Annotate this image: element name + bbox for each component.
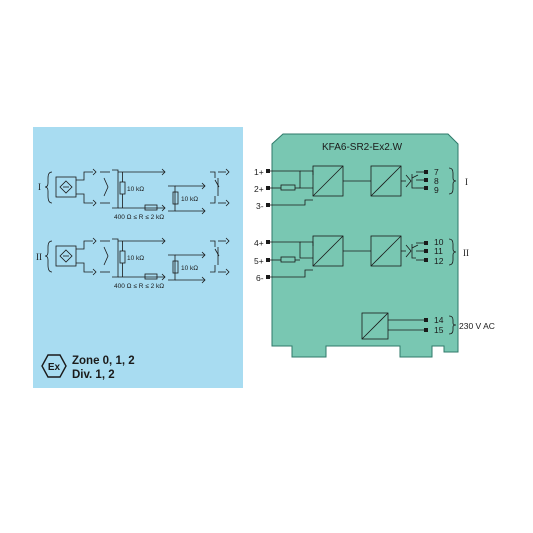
terminal-9-label: 9 — [434, 185, 439, 195]
terminal-3-label: 3- — [256, 201, 264, 211]
power-supply — [361, 312, 424, 340]
output-terminals: 7 8 9 10 11 12 14 15 — [424, 167, 444, 335]
hazardous-area-panel — [33, 127, 243, 388]
resistor-range-2: 400 Ω ≤ R ≤ 2 kΩ — [114, 283, 164, 290]
terminal-8-label: 8 — [434, 176, 439, 186]
ex-marking: Ex Zone 0, 1, 2 Div. 1, 2 — [41, 354, 135, 381]
ex-symbol-text: Ex — [48, 362, 61, 373]
channel-1-wiring — [270, 165, 424, 206]
terminal-10-label: 10 — [434, 237, 444, 247]
sensor-circuit-2: II 10 kΩ 400 Ω ≤ R ≤ 2 kΩ 10 kΩ — [36, 237, 230, 290]
sensor-2-label: II — [36, 252, 42, 262]
terminal-4-label: 4+ — [254, 238, 264, 248]
terminal-7-label: 7 — [434, 167, 439, 177]
output-braces: I II 230 V AC — [448, 167, 495, 335]
ex-hexagon-icon — [41, 354, 67, 378]
sensor-circuit-1: I 10 kΩ 400 Ω ≤ R ≤ 2 kΩ 10 kΩ — [38, 168, 230, 221]
terminal-12-label: 12 — [434, 256, 444, 266]
resistor-3-label: 10 kΩ — [127, 255, 144, 262]
division-text: Div. 1, 2 — [72, 369, 115, 381]
channel-2-wiring — [270, 235, 424, 278]
terminal-14-label: 14 — [434, 315, 444, 325]
proximity-sensor-2-icon — [55, 245, 77, 267]
resistor-1-label: 10 kΩ — [127, 186, 144, 193]
power-label: 230 V AC — [459, 321, 495, 331]
terminal-1-label: 1+ — [254, 167, 264, 177]
resistor-4-label: 10 kΩ — [181, 265, 198, 272]
power-supply-icon — [361, 312, 389, 340]
sensor-1-label: I — [38, 182, 41, 192]
output-2-label: II — [463, 248, 469, 258]
terminal-6-label: 6- — [256, 273, 264, 283]
brace-1 — [44, 171, 53, 204]
input-terminals: 1+ 2+ 3- 4+ 5+ 6- — [254, 167, 270, 283]
terminal-15-label: 15 — [434, 325, 444, 335]
terminal-2-label: 2+ — [254, 184, 264, 194]
module-housing — [271, 133, 459, 358]
resistor-2-label: 10 kΩ — [181, 196, 198, 203]
proximity-sensor-1-icon — [55, 176, 77, 198]
resistor-range-1: 400 Ω ≤ R ≤ 2 kΩ — [114, 214, 164, 221]
terminal-11-label: 11 — [434, 246, 443, 256]
terminal-5-label: 5+ — [254, 256, 264, 266]
zone-text: Zone 0, 1, 2 — [72, 355, 135, 367]
module-model-label: KFA6-SR2-Ex2.W — [322, 142, 403, 153]
output-1-label: I — [465, 177, 468, 187]
brace-2 — [44, 240, 53, 273]
